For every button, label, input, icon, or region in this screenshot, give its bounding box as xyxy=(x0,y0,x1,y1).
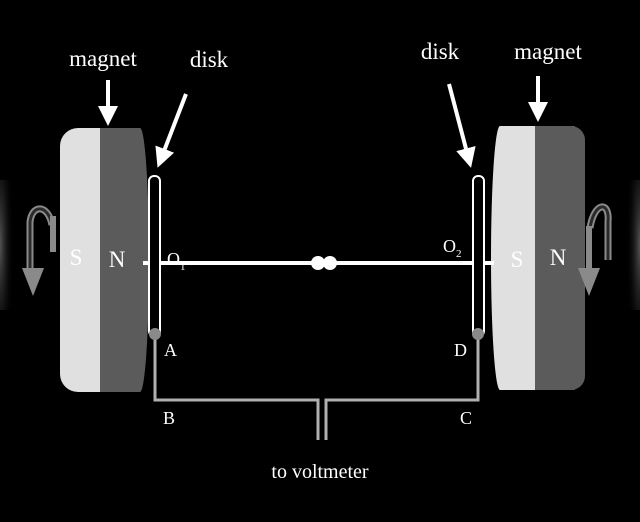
o1-label: O1 xyxy=(167,249,186,273)
right-disk-label: disk xyxy=(421,39,460,64)
point-d-label: D xyxy=(454,340,467,360)
left-magnet-label: magnet xyxy=(69,46,137,71)
left-rotation-arrow-head xyxy=(22,268,44,296)
axle-coupling-right xyxy=(323,256,337,270)
wire-d-c xyxy=(324,336,480,440)
brush-a xyxy=(149,328,161,340)
right-magnet-north-face xyxy=(555,126,585,390)
left-magnet xyxy=(60,128,149,392)
left-north-label: N xyxy=(109,247,126,272)
left-disk xyxy=(148,175,161,337)
right-magnet-label: magnet xyxy=(514,39,582,64)
right-rotation-arrow-head xyxy=(578,268,600,296)
point-b-label: B xyxy=(163,408,175,428)
wire-a-b xyxy=(153,336,320,440)
left-edge-glow xyxy=(0,180,14,310)
right-disk-pointer-arrow xyxy=(447,83,476,168)
right-magnet xyxy=(491,126,585,390)
axle-coupling-left xyxy=(311,256,325,270)
right-rotation-arrow xyxy=(578,203,612,296)
circuit-wires xyxy=(153,336,480,440)
left-disk-pointer-arrow xyxy=(155,93,188,168)
axle xyxy=(143,256,494,270)
voltmeter-label: to voltmeter xyxy=(271,461,369,483)
right-south-label: S xyxy=(511,247,524,272)
right-magnet-south-pole xyxy=(500,126,536,390)
right-rotation-arrow-inner xyxy=(588,205,610,260)
point-a-label: A xyxy=(164,340,177,360)
left-south-label: S xyxy=(70,245,83,270)
right-disk xyxy=(472,175,485,337)
brush-d xyxy=(472,328,484,340)
right-edge-glow xyxy=(626,180,640,310)
point-c-label: C xyxy=(460,408,472,428)
right-north-label: N xyxy=(550,245,567,270)
left-magnet-north-rim xyxy=(131,128,149,392)
o2-label: O2 xyxy=(443,236,462,260)
left-rotation-arrow xyxy=(22,205,56,296)
left-disk-label: disk xyxy=(190,47,229,72)
